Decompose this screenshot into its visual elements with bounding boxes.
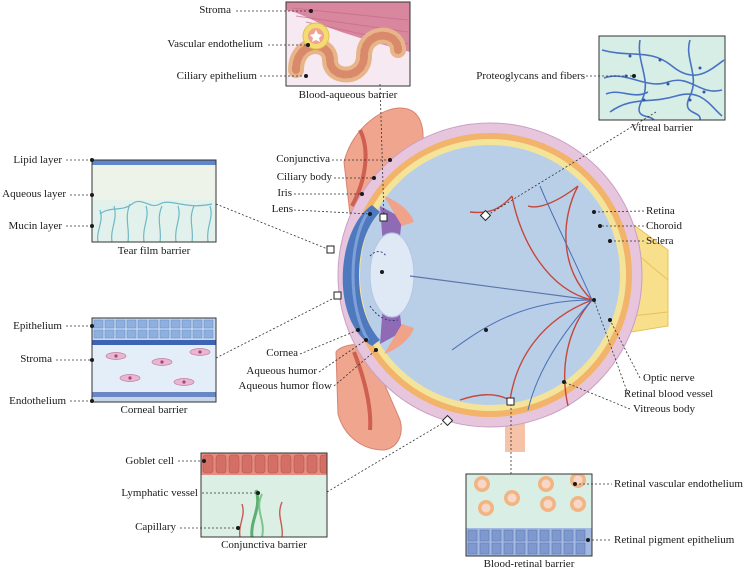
label-iris: Iris xyxy=(277,187,292,199)
label-cornea: Cornea xyxy=(266,347,298,359)
label-lipid-layer: Lipid layer xyxy=(13,154,62,166)
label-ciliary-epithelium: Ciliary epithelium xyxy=(176,70,257,82)
caption-corneal-barrier: Corneal barrier xyxy=(120,404,188,416)
label-mucin-layer: Mucin layer xyxy=(8,220,62,232)
label-ciliary-body: Ciliary body xyxy=(276,171,332,183)
label-vitreous-body: Vitreous body xyxy=(633,403,695,415)
vitreal-panel xyxy=(599,36,725,120)
tear-film-panel xyxy=(92,160,216,242)
label-retina: Retina xyxy=(646,205,675,217)
label-endothelium: Endothelium xyxy=(9,395,66,407)
caption-conjunctiva-barrier: Conjunctiva barrier xyxy=(221,539,307,551)
blood-aqueous-panel xyxy=(286,2,410,86)
label-optic-nerve: Optic nerve xyxy=(643,372,695,384)
label-aqueous-layer: Aqueous layer xyxy=(2,188,66,200)
label-proteoglycans-fibers: Proteoglycans and fibers xyxy=(476,70,585,82)
label-lymphatic-vessel: Lymphatic vessel xyxy=(121,487,198,499)
label-aqueous-humor-flow: Aqueous humor flow xyxy=(238,380,333,392)
label-retinal-blood-vessel: Retinal blood vessel xyxy=(624,388,714,400)
caption-blood-aqueous-barrier: Blood-aqueous barrier xyxy=(298,89,398,101)
label-sclera: Sclera xyxy=(646,235,674,247)
label-conjunctiva: Conjunctiva xyxy=(276,153,330,165)
label-retinal-vascular-endothelium: Retinal vascular endothelium xyxy=(614,478,743,490)
conjunctiva-panel xyxy=(201,453,327,537)
eye-cross-section xyxy=(335,107,669,452)
corneal-panel xyxy=(92,318,216,402)
label-retinal-pigment-epithelium: Retinal pigment epithelium xyxy=(614,534,735,546)
label-aqueous-humor: Aqueous humor xyxy=(246,365,317,377)
label-epithelium: Epithelium xyxy=(13,320,62,332)
label-stroma-cornea: Stroma xyxy=(20,353,52,365)
label-capillary: Capillary xyxy=(135,521,176,533)
label-vascular-endothelium: Vascular endothelium xyxy=(167,38,263,50)
label-choroid: Choroid xyxy=(646,220,683,232)
caption-blood-retinal-barrier: Blood-retinal barrier xyxy=(483,558,575,569)
label-lens: Lens xyxy=(271,203,293,215)
label-stroma-ba: Stroma xyxy=(199,4,231,16)
caption-tear-film-barrier: Tear film barrier xyxy=(117,245,191,257)
caption-vitreal-barrier: Vitreal barrier xyxy=(631,122,693,134)
label-goblet-cell: Goblet cell xyxy=(125,455,174,467)
